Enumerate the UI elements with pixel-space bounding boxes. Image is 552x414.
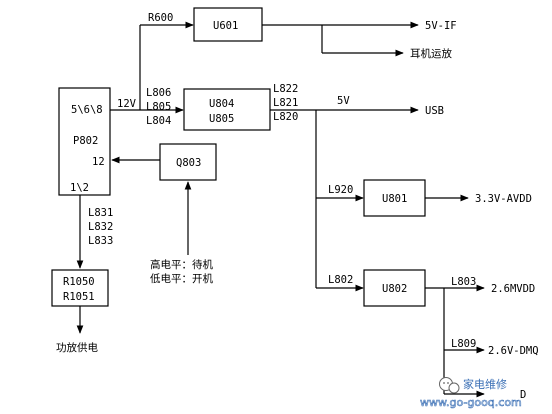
v5-label: 5V: [337, 95, 350, 107]
control-notes: 高电平：待机 低电平：开机: [150, 258, 213, 285]
block-u601: U601: [193, 7, 263, 42]
u801-label: U801: [382, 193, 407, 205]
output-amp-supply: 功放供电: [56, 341, 98, 354]
watermark-url: www.go-gooq.com: [420, 396, 522, 409]
l832-label: L832: [88, 221, 113, 233]
connection-lines: [76, 21, 485, 398]
output-2v6-mvdd: 2.6MVDD: [491, 283, 535, 295]
output-3v3-avdd: 3.3V-AVDD: [475, 193, 532, 205]
p802-name-label: P802: [73, 135, 98, 147]
r600-label: R600: [148, 12, 173, 24]
block-r1050-r1051: R1050 R1051: [51, 269, 109, 307]
l802-label: L802: [328, 274, 353, 286]
output-2v6-partial: D: [520, 389, 526, 401]
note-high-level-standby: 高电平：待机: [150, 258, 213, 271]
note-low-level-on: 低电平：开机: [150, 272, 213, 285]
block-q803: Q803: [159, 143, 217, 181]
l820-label: L820: [273, 111, 298, 123]
block-u801: U801: [363, 179, 426, 217]
l831-label: L831: [88, 207, 113, 219]
line-labels: R600 12V L806 L805 L804 L822 L821 L820 5…: [88, 12, 476, 350]
wechat-logo-icon: [439, 377, 460, 394]
l804-label: L804: [146, 115, 171, 127]
output-labels: 5V-IF 耳机运放 USB 3.3V-AVDD 2.6MVDD 2.6V-DM…: [56, 20, 539, 401]
p802-pins-bottom-label: 1\2: [70, 182, 89, 194]
output-2v6-dmq: 2.6V-DMQ: [488, 345, 539, 357]
l806-label: L806: [146, 87, 171, 99]
u805-label: U805: [209, 113, 234, 125]
l920-label: L920: [328, 184, 353, 196]
watermark-name: 家电维修: [463, 377, 507, 391]
p802-pin12-label: 12: [92, 156, 105, 168]
output-earphone-amp: 耳机运放: [410, 47, 452, 60]
u804-label: U804: [209, 98, 234, 110]
u601-label: U601: [213, 20, 238, 32]
block-u804-u805: U804 U805: [183, 88, 271, 131]
watermark: 家电维修 www.go-gooq.com: [420, 377, 522, 409]
l809-label: L809: [451, 338, 476, 350]
p802-pins-top-label: 5\6\8: [71, 104, 103, 116]
l803-label: L803: [451, 276, 476, 288]
u802-label: U802: [382, 283, 407, 295]
output-5v-if: 5V-IF: [425, 20, 457, 32]
r1051-label: R1051: [63, 291, 95, 303]
block-p802: 5\6\8 P802 12 1\2: [58, 87, 111, 196]
output-usb: USB: [425, 105, 444, 117]
r1050-label: R1050: [63, 276, 95, 288]
l805-label: L805: [146, 101, 171, 113]
v12-label: 12V: [117, 98, 137, 110]
l833-label: L833: [88, 235, 113, 247]
l822-label: L822: [273, 83, 298, 95]
q803-label: Q803: [176, 157, 201, 169]
block-u802: U802: [363, 269, 426, 307]
l821-label: L821: [273, 97, 298, 109]
